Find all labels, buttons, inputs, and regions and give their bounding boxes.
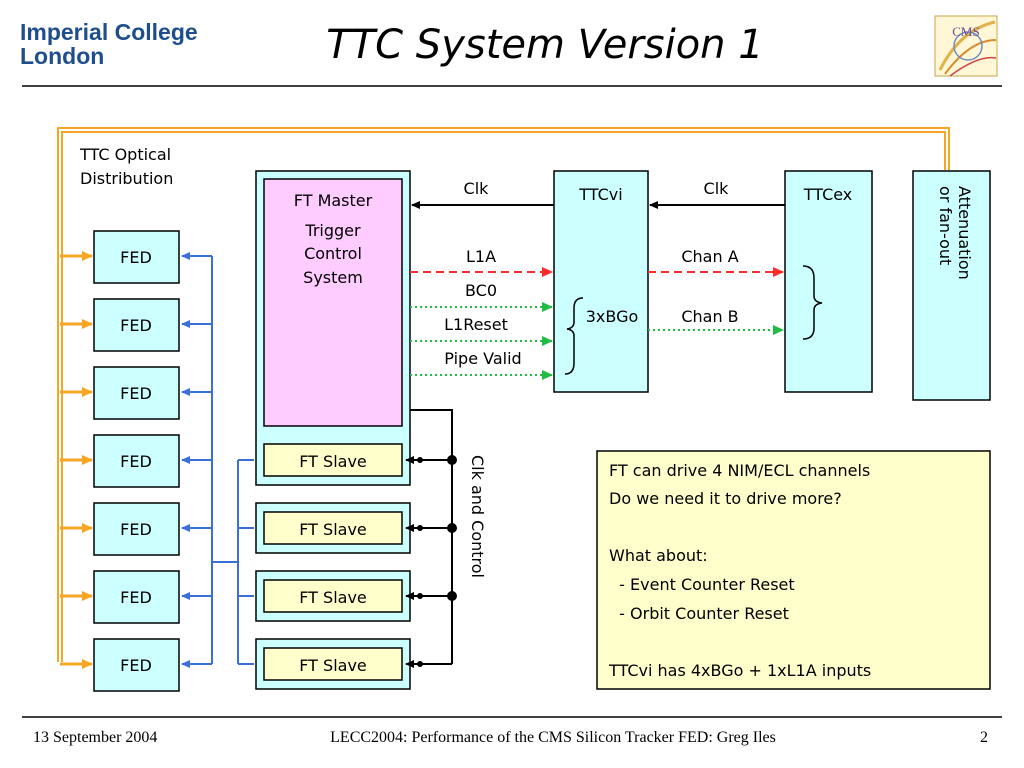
fed-label: FED: [120, 520, 152, 539]
fed-box: [93, 230, 180, 284]
page-number: 2: [980, 729, 988, 746]
signal-l1reset: L1Reset: [444, 315, 508, 334]
signal-l1a: L1A: [466, 247, 496, 266]
fed-box: [93, 366, 180, 420]
ft-slave-label: FT Slave: [299, 520, 367, 539]
bgo-brace: [564, 297, 584, 375]
ft-slave-label: FT Slave: [299, 656, 367, 675]
bus-junctions: [417, 455, 457, 667]
ft-slave-box: [263, 647, 403, 681]
fed-label: FED: [120, 588, 152, 607]
logo-line1: Imperial College: [20, 19, 198, 45]
note-line: - Event Counter Reset: [609, 575, 795, 594]
ft-slave-box: [263, 579, 403, 613]
note-line: Do we need it to drive more?: [609, 489, 842, 508]
attenuation-box: [912, 170, 991, 401]
fed-label: FED: [120, 384, 152, 403]
ttcex-label: TTCex: [803, 185, 853, 204]
note-line: - Orbit Counter Reset: [609, 604, 789, 623]
signal-chan-a: Chan A: [681, 247, 738, 266]
note-line: TTCvi has 4xBGo + 1xL1A inputs: [608, 661, 871, 680]
optical-distribution: [57, 127, 950, 669]
cms-logo: CMS: [934, 15, 998, 77]
ft-master-title: FT Master: [294, 191, 373, 210]
ft-slave-box: [263, 511, 403, 545]
note-box: [596, 450, 991, 690]
page-title: TTC System Version 1: [326, 22, 763, 68]
fed-label: FED: [120, 248, 152, 267]
cms-badge: CMS: [952, 24, 979, 39]
ft-slave-label: FT Slave: [299, 588, 367, 607]
ft-master-line: Trigger: [304, 221, 361, 240]
fed-box: [93, 638, 180, 692]
blue-distribution: [181, 252, 254, 668]
signal-clk-right: Clk: [704, 179, 730, 198]
fed-column: FED FED FED FED FED FED FED: [93, 230, 180, 692]
ft-slave-label: FT Slave: [299, 452, 367, 471]
fed-label: FED: [120, 656, 152, 675]
fed-box: [93, 502, 180, 556]
ttc-optical-label-1: TTC Optical: [79, 145, 171, 164]
ft-master-line: Control: [304, 244, 362, 263]
fed-label: FED: [120, 452, 152, 471]
note-text: FT can drive 4 NIM/ECL channels Do we ne…: [608, 461, 871, 680]
logo-line2: London: [20, 43, 104, 69]
ft-master-box: [263, 178, 403, 427]
fed-box: [93, 298, 180, 352]
fed-box: [93, 434, 180, 488]
bgo-label: 3xBGo: [586, 307, 639, 326]
note-line: What about:: [609, 546, 708, 565]
ft-slave-box: [263, 443, 403, 477]
footer-date: 13 September 2004: [33, 729, 157, 746]
clk-control-bus: [405, 409, 453, 668]
clk-control-label: Clk and Control: [468, 455, 487, 578]
ft-master-line: System: [303, 268, 363, 287]
ttcex-box: [784, 170, 873, 393]
ttcvi-label: TTCvi: [578, 185, 622, 204]
signal-clk: Clk: [464, 179, 490, 198]
ttcvi-box: [553, 170, 649, 393]
ttcex-brace: [802, 265, 823, 340]
fed-label: FED: [120, 316, 152, 335]
imperial-logo: Imperial College London: [20, 19, 198, 69]
note-line: FT can drive 4 NIM/ECL channels: [609, 461, 870, 480]
signal-chan-b: Chan B: [681, 307, 738, 326]
signal-pipe-valid: Pipe Valid: [444, 349, 521, 368]
footer-title: LECC2004: Performance of the CMS Silicon…: [330, 729, 776, 746]
attenuation-line2: or fan-out: [936, 186, 955, 265]
attenuation-line1: Attenuation: [955, 186, 974, 280]
fed-box: [93, 570, 180, 624]
ttc-optical-label-2: Distribution: [80, 169, 173, 188]
signal-bc0: BC0: [465, 281, 497, 300]
